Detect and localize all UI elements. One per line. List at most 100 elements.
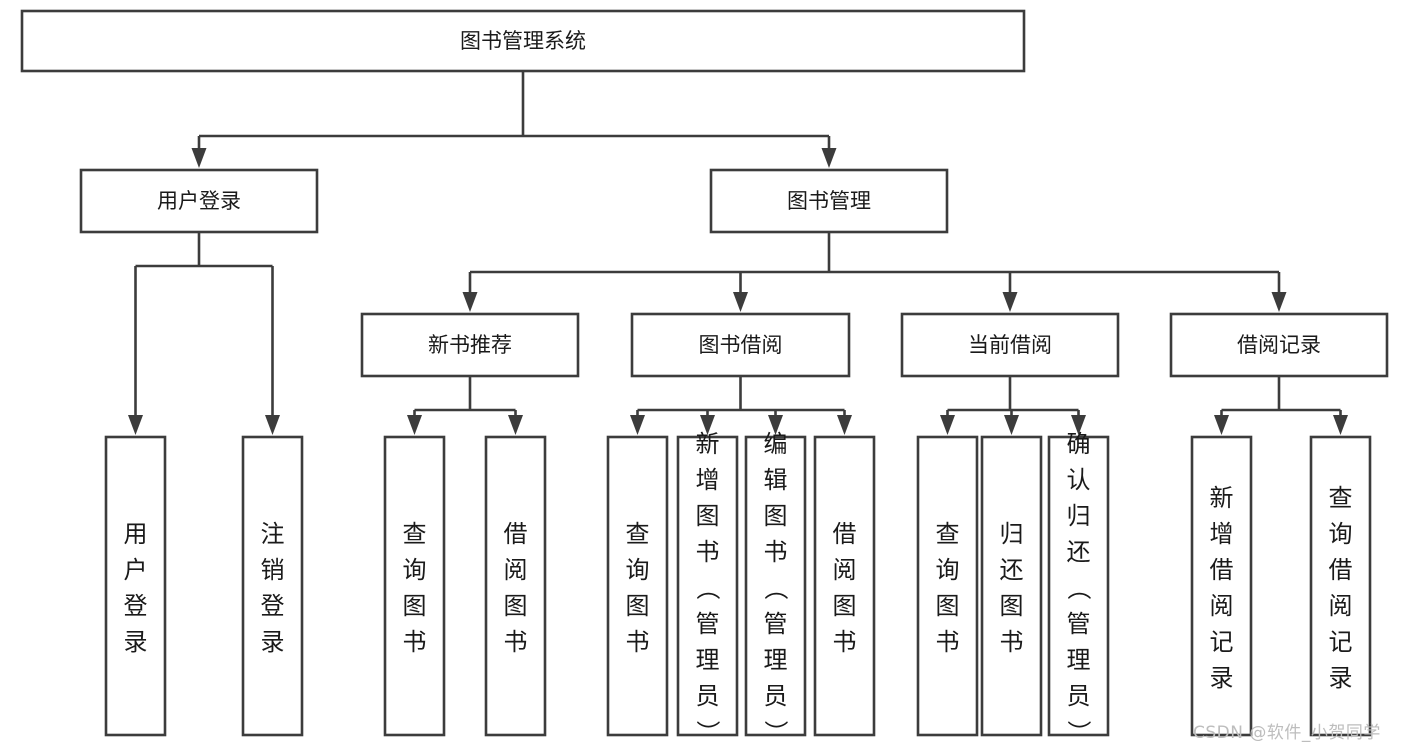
node-box-new-book-rec[interactable] <box>360 312 580 378</box>
arrow-head-icon <box>265 415 280 435</box>
arrow-head-icon <box>1002 292 1018 312</box>
node-layer: 图书管理系统用户登录图书管理新书推荐图书借阅当前借阅借阅记录用户登录注销登录查询… <box>20 9 1389 744</box>
node-user-login[interactable]: 用户登录 <box>79 168 319 234</box>
svg-text:查: 查 <box>936 520 960 548</box>
svg-text:认: 认 <box>1067 466 1091 494</box>
svg-text:增: 增 <box>696 466 720 494</box>
node-box-leaf-query-book-borrow[interactable] <box>606 435 669 737</box>
node-box-leaf-user-login[interactable] <box>104 435 167 737</box>
svg-text:管: 管 <box>764 610 788 638</box>
svg-text:理: 理 <box>696 646 720 674</box>
node-borrow-record[interactable]: 借阅记录 <box>1169 312 1389 378</box>
arrow-head-icon <box>128 415 143 435</box>
svg-text:新: 新 <box>696 430 720 458</box>
node-box-borrow-record[interactable] <box>1169 312 1389 378</box>
node-box-leaf-add-borrow-record[interactable] <box>1190 435 1253 737</box>
node-box-leaf-query-borrow-record[interactable] <box>1309 435 1372 737</box>
svg-text:查: 查 <box>1329 484 1353 512</box>
node-box-book-borrow[interactable] <box>630 312 851 378</box>
svg-text:记: 记 <box>1329 628 1353 656</box>
node-box-root[interactable] <box>20 9 1026 73</box>
svg-text:管: 管 <box>696 610 720 638</box>
svg-text:图: 图 <box>403 592 427 620</box>
arrow-head-icon <box>407 415 422 435</box>
svg-text:管: 管 <box>1067 610 1091 638</box>
arrow-head-icon <box>940 415 955 435</box>
svg-text:录: 录 <box>1329 664 1353 692</box>
node-label-borrow-record: 借阅记录 <box>1237 333 1321 357</box>
svg-text:编: 编 <box>764 430 788 458</box>
svg-text:图: 图 <box>1000 592 1024 620</box>
arrow-head-icon <box>700 415 715 435</box>
svg-text:图: 图 <box>626 592 650 620</box>
svg-text:用: 用 <box>124 520 148 548</box>
svg-text:还: 还 <box>1000 556 1024 584</box>
svg-text:）: ） <box>762 720 790 744</box>
svg-text:图: 图 <box>504 592 528 620</box>
svg-text:）: ） <box>694 720 722 744</box>
svg-text:归: 归 <box>1000 520 1024 548</box>
svg-text:员: 员 <box>1067 682 1091 710</box>
arrow-head-icon <box>1004 415 1019 435</box>
node-box-leaf-query-book-rec[interactable] <box>383 435 446 737</box>
node-box-leaf-borrow-book[interactable] <box>813 435 876 737</box>
node-book-manage[interactable]: 图书管理 <box>709 168 949 234</box>
node-box-leaf-edit-book-admin[interactable] <box>744 435 807 737</box>
node-box-book-manage[interactable] <box>709 168 949 234</box>
node-box-current-borrow[interactable] <box>900 312 1120 378</box>
svg-text:销: 销 <box>261 556 285 584</box>
svg-text:书: 书 <box>504 628 528 656</box>
svg-text:借: 借 <box>1329 556 1353 584</box>
svg-text:登: 登 <box>124 592 148 620</box>
arrow-head-icon <box>630 415 645 435</box>
connector-layer <box>128 71 1348 435</box>
node-root[interactable]: 图书管理系统 <box>20 9 1026 73</box>
svg-text:书: 书 <box>833 628 857 656</box>
node-box-leaf-return-book[interactable] <box>980 435 1043 737</box>
node-box-leaf-confirm-return-admin[interactable] <box>1047 435 1110 737</box>
svg-text:借: 借 <box>833 520 857 548</box>
svg-text:图: 图 <box>936 592 960 620</box>
node-leaf-user-login[interactable]: 用户登录 <box>104 435 167 737</box>
node-box-leaf-borrow-book-rec[interactable] <box>484 435 547 737</box>
node-box-leaf-query-book-current[interactable] <box>916 435 979 737</box>
svg-text:（: （ <box>762 576 790 600</box>
arrow-head-icon <box>733 292 748 312</box>
svg-text:理: 理 <box>1067 646 1091 674</box>
node-label-new-book-rec: 新书推荐 <box>428 333 512 357</box>
svg-text:还: 还 <box>1067 538 1091 566</box>
arrow-head-icon <box>462 292 478 312</box>
svg-text:录: 录 <box>261 628 285 656</box>
node-new-book-rec[interactable]: 新书推荐 <box>360 312 580 378</box>
arrow-head-icon <box>821 148 837 168</box>
svg-text:录: 录 <box>1210 664 1234 692</box>
svg-text:）: ） <box>1065 720 1093 744</box>
node-box-user-login[interactable] <box>79 168 319 234</box>
node-box-leaf-user-logout[interactable] <box>241 435 304 737</box>
node-current-borrow[interactable]: 当前借阅 <box>900 312 1120 378</box>
svg-text:增: 增 <box>1210 520 1234 548</box>
arrow-head-icon <box>508 415 523 435</box>
svg-text:员: 员 <box>764 682 788 710</box>
arrow-head-icon <box>837 415 852 435</box>
node-book-borrow[interactable]: 图书借阅 <box>630 312 851 378</box>
node-box-leaf-add-book-admin[interactable] <box>676 435 739 737</box>
